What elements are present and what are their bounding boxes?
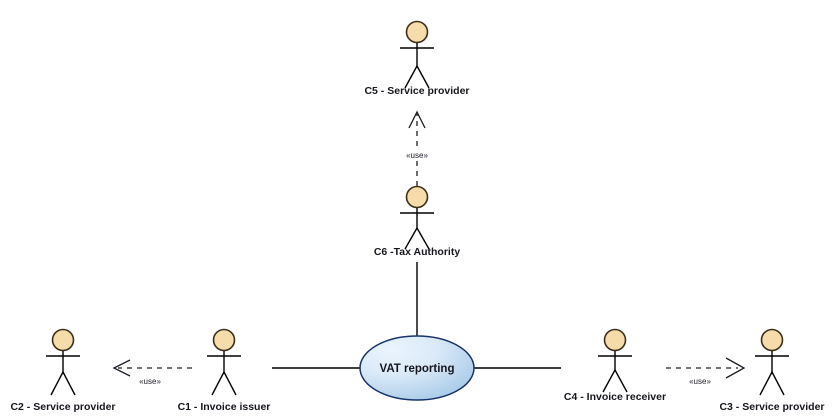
actor-right-leg-line (614, 369, 628, 393)
actor-left-leg-line (50, 371, 64, 396)
actor-left-leg-line (602, 369, 616, 393)
actor-c6-tax-authority[interactable]: C6 -Tax Authority (374, 185, 460, 259)
actor-right-leg-line (416, 227, 430, 250)
actor-label: C5 - Service provider (364, 85, 469, 97)
dependency-invoice-issuer-to-service-provider[interactable]: «use» (112, 359, 192, 386)
dependency-open-arrowhead (408, 110, 426, 129)
actor-left-leg-line (759, 371, 773, 396)
dependency-open-arrowhead (112, 359, 131, 377)
actor-left-leg-line (211, 371, 225, 396)
association-edges (272, 262, 561, 369)
actor-head-icon (212, 328, 236, 352)
actor-label: C2 - Service provider (10, 401, 115, 413)
use-case-label: VAT reporting (380, 363, 455, 375)
stereotype-label-backdrop (400, 149, 434, 161)
actor-head-icon (405, 185, 429, 209)
actor-head-icon (760, 328, 784, 352)
actor-label: C6 -Tax Authority (374, 246, 460, 258)
actor-head-icon (603, 328, 627, 352)
actor-head-icon (51, 328, 75, 352)
actor-left-leg-line (404, 65, 418, 89)
actor-right-leg-line (416, 65, 430, 89)
actor-c3-service-provider[interactable]: C3 - Service provider (719, 328, 825, 414)
actor-label: C1 - Invoice issuer (178, 401, 271, 413)
actor-left-leg-line (404, 227, 418, 250)
actor-c4-invoice-receiver[interactable]: C4 - Invoice receiver (564, 328, 666, 404)
actor-c5-service-provider[interactable]: C5 - Service provider (364, 20, 470, 98)
actor-label: C4 - Invoice receiver (564, 391, 666, 403)
use-case-vat-reporting[interactable]: VAT reporting (359, 335, 475, 401)
actor-right-leg-line (771, 371, 785, 396)
actor-c1-invoice-issuer[interactable]: C1 - Invoice issuer (178, 328, 271, 414)
dependency-invoice-receiver-to-service-provider[interactable]: «use» (666, 357, 746, 386)
actor-right-leg-line (223, 371, 237, 396)
stereotype-label: «use» (689, 377, 711, 386)
actor-c2-service-provider[interactable]: C2 - Service provider (10, 328, 116, 414)
dependency-open-arrowhead (725, 357, 746, 379)
use-case-ellipse (359, 335, 475, 401)
stereotype-label: «use» (406, 151, 428, 160)
actor-right-leg-line (62, 371, 76, 396)
actor-label: C3 - Service provider (719, 401, 824, 413)
actor-head-icon (405, 20, 429, 44)
stereotype-label: «use» (139, 377, 161, 386)
dependency-tax-authority-to-service-provider[interactable]: «use» (400, 110, 434, 186)
